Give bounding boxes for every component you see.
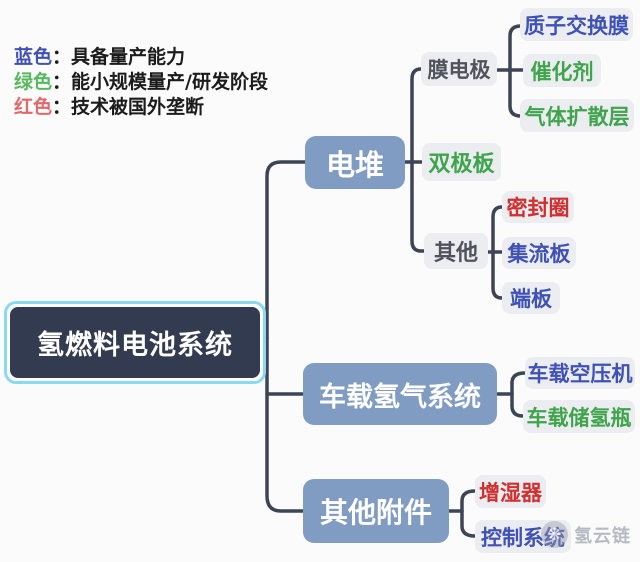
branch-node-other-accessories: 其他附件 xyxy=(303,479,449,543)
legend-term-green: 绿色 xyxy=(14,71,53,93)
legend-desc-blue: ：具备量产能力 xyxy=(52,46,186,68)
legend-term-red: 红色 xyxy=(14,96,53,118)
connector-accessories-children xyxy=(460,489,477,538)
leaf-node-proton-exchange-membrane: 质子交换膜 xyxy=(520,8,633,41)
leaf-node-membrane-electrode: 膜电极 xyxy=(421,52,497,86)
root-node-label: 氢燃料电池系统 xyxy=(10,307,260,378)
watermark-logo: ❋ 氢云链 xyxy=(541,521,631,548)
root-node-fuel-cell-system: 氢燃料电池系统 xyxy=(4,301,266,384)
snowflake-logo-icon: ❋ xyxy=(541,521,568,548)
leaf-node-bipolar-plate: 双极板 xyxy=(422,143,501,181)
leaf-node-sealing-ring: 密封圈 xyxy=(502,191,574,223)
connector-trunk xyxy=(265,160,307,513)
leaf-node-catalyst: 催化剂 xyxy=(523,54,601,87)
leaf-node-others: 其他 xyxy=(424,233,488,269)
legend-item-blue: 蓝色：具备量产能力 xyxy=(14,45,268,70)
connector-others-children xyxy=(491,205,504,300)
branch-node-onboard-hydrogen-system: 车载氢气系统 xyxy=(303,363,497,425)
watermark-brand-name: 氢云链 xyxy=(574,525,631,547)
legend-desc-red: ：技术被国外垄断 xyxy=(52,96,205,118)
legend-item-red: 红色：技术被国外垄断 xyxy=(14,95,268,120)
leaf-node-end-plate: 端板 xyxy=(502,282,560,314)
leaf-node-current-collector-plate: 集流板 xyxy=(502,237,576,269)
leaf-node-onboard-air-compressor: 车载空压机 xyxy=(525,357,635,389)
leaf-node-humidifier: 增湿器 xyxy=(475,475,546,508)
connector-mea-children xyxy=(508,24,523,118)
branch-node-stack: 电堆 xyxy=(305,136,405,189)
legend-term-blue: 蓝色 xyxy=(14,46,53,68)
legend-desc-green: ：能小规模量产/研发阶段 xyxy=(52,71,268,93)
color-legend: 蓝色：具备量产能力 绿色：能小规模量产/研发阶段 红色：技术被国外垄断 xyxy=(14,45,268,120)
leaf-node-control-system: 控制系统 xyxy=(475,520,571,553)
leaf-node-gas-diffusion-layer: 气体扩散层 xyxy=(520,99,634,132)
legend-item-green: 绿色：能小规模量产/研发阶段 xyxy=(14,70,268,95)
leaf-node-onboard-hydrogen-tank: 车载储氢瓶 xyxy=(523,400,635,433)
